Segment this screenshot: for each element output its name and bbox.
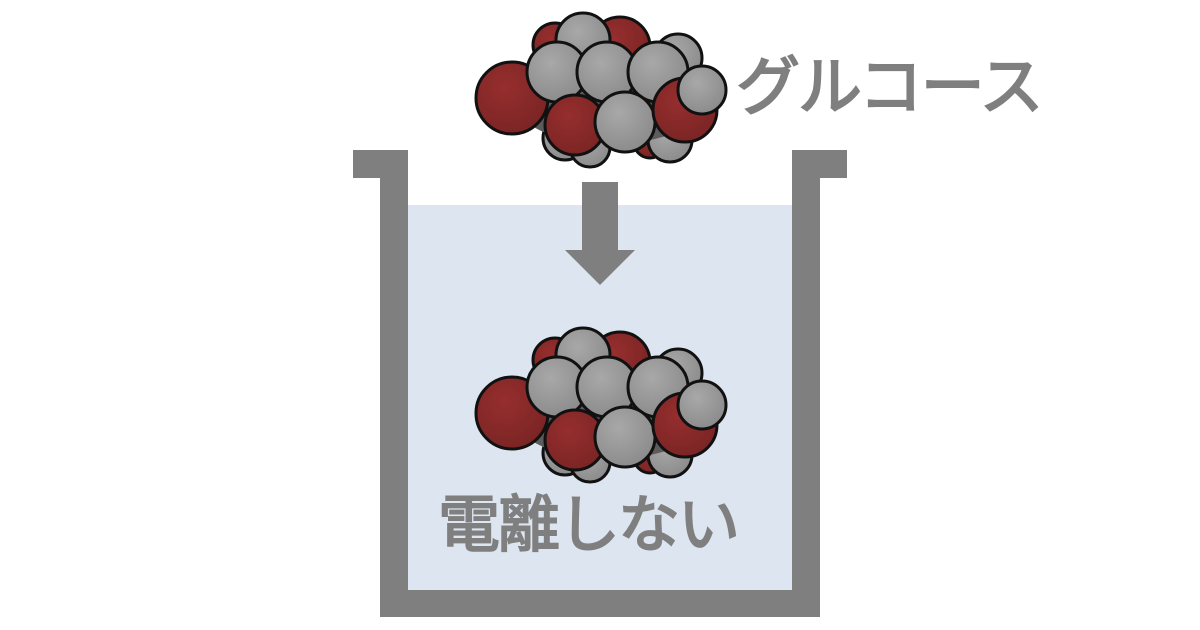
glucose-label: グルコース xyxy=(736,51,1044,125)
non-ionizing-label: 電離しない xyxy=(438,488,740,561)
beaker-left-wall xyxy=(380,150,408,617)
beaker-bottom xyxy=(380,590,820,617)
glucose-molecule-in-water xyxy=(474,326,728,484)
arrow-down-icon xyxy=(565,182,635,285)
glucose-molecule-top xyxy=(474,11,728,169)
beaker-right-wall xyxy=(792,150,820,617)
